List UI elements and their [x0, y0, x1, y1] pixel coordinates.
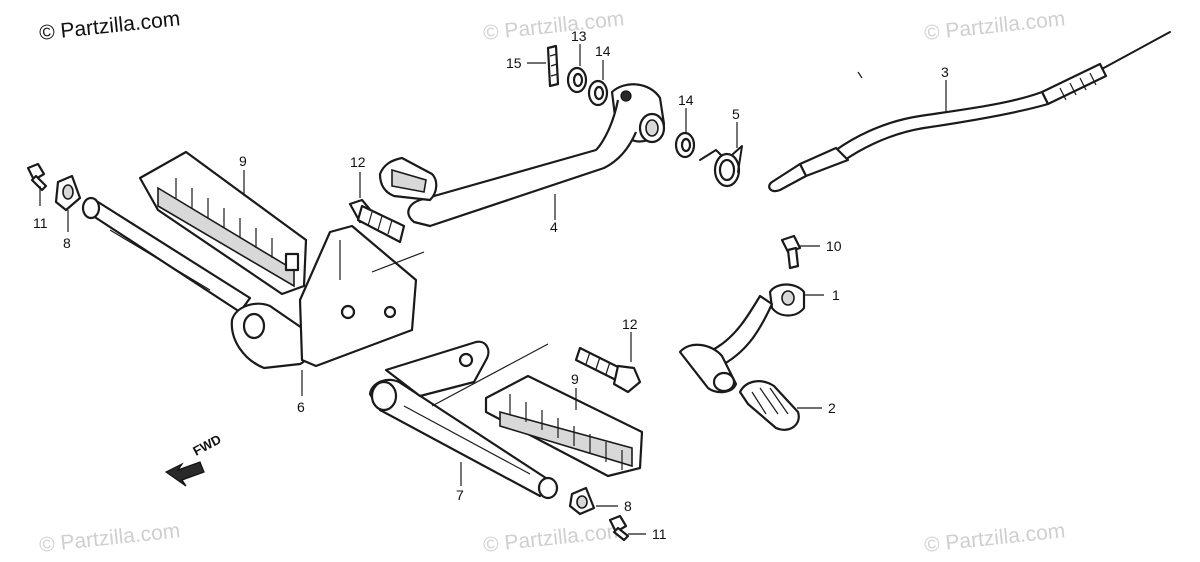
part-13-washer [566, 66, 588, 94]
part-12-bolt-right [574, 346, 642, 394]
part-8-collar-right [568, 486, 596, 516]
part-15-pin [546, 44, 560, 88]
assembly-line-upper [371, 251, 425, 273]
part-12-bolt-upper [348, 198, 406, 244]
part-7-footpeg-bracket-right [368, 340, 559, 500]
callout-7: 7 [456, 487, 464, 503]
part-9-footpeg-rubber-right [484, 374, 644, 478]
callout-9-left: 9 [239, 153, 247, 169]
callout-3: 3 [941, 64, 949, 80]
callout-14-upper: 14 [595, 43, 611, 59]
callout-12-upper: 12 [350, 154, 366, 170]
callout-2: 2 [828, 400, 836, 416]
watermark-top-center: © Partzilla.com [482, 7, 625, 45]
part-9-footpeg-rubber-left [138, 150, 308, 296]
fwd-arrow-icon: FWD [164, 432, 224, 487]
part-1-gearshift-lever [678, 283, 806, 394]
part-4-brake-pedal [378, 83, 666, 228]
part-14-washer-right [674, 131, 696, 159]
callout-5: 5 [732, 106, 740, 122]
callout-6: 6 [297, 399, 305, 415]
watermark-bottom-left: © Partzilla.com [38, 519, 181, 557]
part-3-brake-cable [768, 31, 1171, 193]
part-14-washer-upper [587, 79, 609, 107]
callout-14-right: 14 [678, 92, 694, 108]
callout-8-right: 8 [624, 498, 632, 514]
callouts: 1 2 3 4 5 6 7 8 8 9 9 10 11 11 12 12 13 [33, 28, 949, 542]
callout-1: 1 [832, 287, 840, 303]
part-6-footpeg-bracket-left [81, 196, 418, 370]
part-11-bolt-left [26, 162, 48, 192]
callout-8-left: 8 [63, 235, 71, 251]
watermark-bottom-right: © Partzilla.com [923, 519, 1066, 557]
assembly-line-right [431, 343, 549, 407]
part-2-shift-rubber [738, 380, 800, 431]
callout-12-right: 12 [622, 316, 638, 332]
watermark-bottom-center: © Partzilla.com [482, 519, 625, 557]
callout-10: 10 [826, 238, 842, 254]
callout-9-right: 9 [571, 371, 579, 387]
part-10-bolt [780, 234, 802, 270]
part-5-return-spring [699, 145, 743, 188]
callout-13: 13 [571, 28, 587, 44]
callout-11-right: 11 [652, 526, 667, 542]
part-11-bolt-right [608, 514, 630, 542]
assembly-line-shift [857, 71, 863, 79]
watermark-top-right: © Partzilla.com [923, 7, 1066, 45]
part-8-collar-left [54, 174, 82, 212]
fwd-label: FWD [190, 432, 223, 459]
callout-4: 4 [550, 219, 558, 235]
callout-11-left: 11 [33, 215, 48, 231]
copyright-text: © Partzilla.com [38, 7, 181, 45]
callout-15: 15 [506, 55, 522, 71]
